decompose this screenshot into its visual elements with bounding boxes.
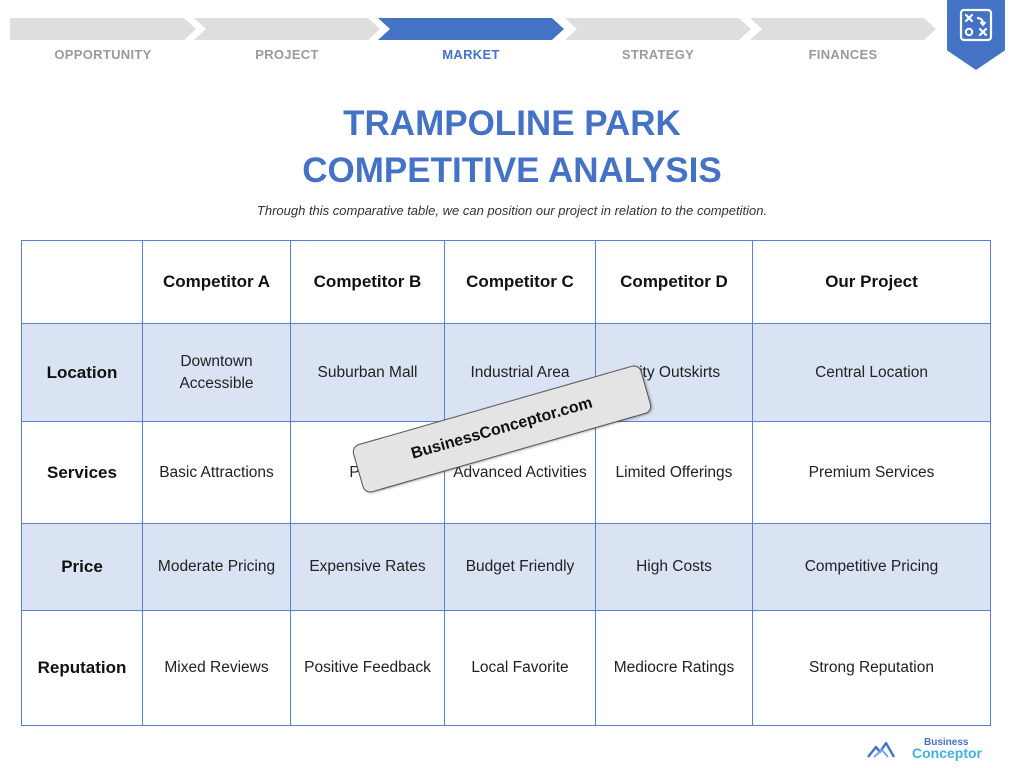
step-bar bbox=[750, 18, 936, 40]
table-cell: Expensive Rates bbox=[290, 523, 445, 611]
progress-steps: OPPORTUNITY PROJECT MARKET STRATEGY FINA… bbox=[10, 18, 940, 64]
page-title: TRAMPOLINE PARK COMPETITIVE ANALYSIS bbox=[0, 100, 1024, 194]
title-line-2: COMPETITIVE ANALYSIS bbox=[302, 151, 722, 190]
step-finances[interactable]: FINANCES bbox=[750, 18, 936, 64]
step-strategy[interactable]: STRATEGY bbox=[565, 18, 751, 64]
page-subtitle: Through this comparative table, we can p… bbox=[256, 203, 768, 218]
header-row: Competitor A Competitor B Competitor C C… bbox=[21, 240, 991, 324]
column-header: Competitor D bbox=[595, 240, 753, 324]
table-cell: Competitive Pricing bbox=[752, 523, 991, 611]
step-bar bbox=[10, 18, 196, 40]
title-line-1: TRAMPOLINE PARK bbox=[343, 104, 681, 143]
table-cell: Mixed Reviews bbox=[142, 610, 291, 726]
table-cell: Positive Feedback bbox=[290, 610, 445, 726]
table-cell: High Costs bbox=[595, 523, 753, 611]
strategy-badge bbox=[947, 0, 1005, 70]
table-row: Reputation Mixed Reviews Positive Feedba… bbox=[21, 610, 991, 726]
step-bar bbox=[565, 18, 751, 40]
row-label: Services bbox=[21, 421, 143, 524]
column-header: Competitor A bbox=[142, 240, 291, 324]
table-cell: Local Favorite bbox=[444, 610, 596, 726]
step-project[interactable]: PROJECT bbox=[194, 18, 380, 64]
step-label: PROJECT bbox=[255, 47, 319, 62]
logo-line-2: Conceptor bbox=[912, 745, 983, 761]
table-cell: Central Location bbox=[752, 323, 991, 422]
column-header: Competitor C bbox=[444, 240, 596, 324]
row-label: Reputation bbox=[21, 610, 143, 726]
step-label: STRATEGY bbox=[621, 47, 695, 62]
step-bar bbox=[378, 18, 564, 40]
table-cell: Limited Offerings bbox=[595, 421, 753, 524]
column-header: Our Project bbox=[752, 240, 991, 324]
table-row: Price Moderate Pricing Expensive Rates B… bbox=[21, 523, 991, 611]
business-conceptor-logo: Business Conceptor bbox=[867, 737, 983, 761]
table-row: Location Downtown Accessible Suburban Ma… bbox=[21, 323, 991, 422]
step-label: MARKET bbox=[442, 47, 500, 62]
strategy-board-icon bbox=[959, 8, 993, 42]
step-label: FINANCES bbox=[808, 47, 878, 62]
step-bar bbox=[194, 18, 380, 40]
table-cell: Downtown Accessible bbox=[142, 323, 291, 422]
row-label: Location bbox=[21, 323, 143, 422]
logo-line-1: Business bbox=[924, 737, 969, 748]
step-market[interactable]: MARKET bbox=[378, 18, 564, 64]
table-cell: Budget Friendly bbox=[444, 523, 596, 611]
step-label: OPPORTUNITY bbox=[54, 47, 152, 62]
step-opportunity[interactable]: OPPORTUNITY bbox=[10, 18, 196, 64]
corner-cell bbox=[21, 240, 143, 324]
comparison-table: Competitor A Competitor B Competitor C C… bbox=[21, 240, 991, 726]
table-cell: Basic Attractions bbox=[142, 421, 291, 524]
row-label: Price bbox=[21, 523, 143, 611]
table-cell: Premium Services bbox=[752, 421, 991, 524]
column-header: Competitor B bbox=[290, 240, 445, 324]
table-cell: Suburban Mall bbox=[290, 323, 445, 422]
table-cell: Moderate Pricing bbox=[142, 523, 291, 611]
table-cell: Strong Reputation bbox=[752, 610, 991, 726]
table-cell: Mediocre Ratings bbox=[595, 610, 753, 726]
